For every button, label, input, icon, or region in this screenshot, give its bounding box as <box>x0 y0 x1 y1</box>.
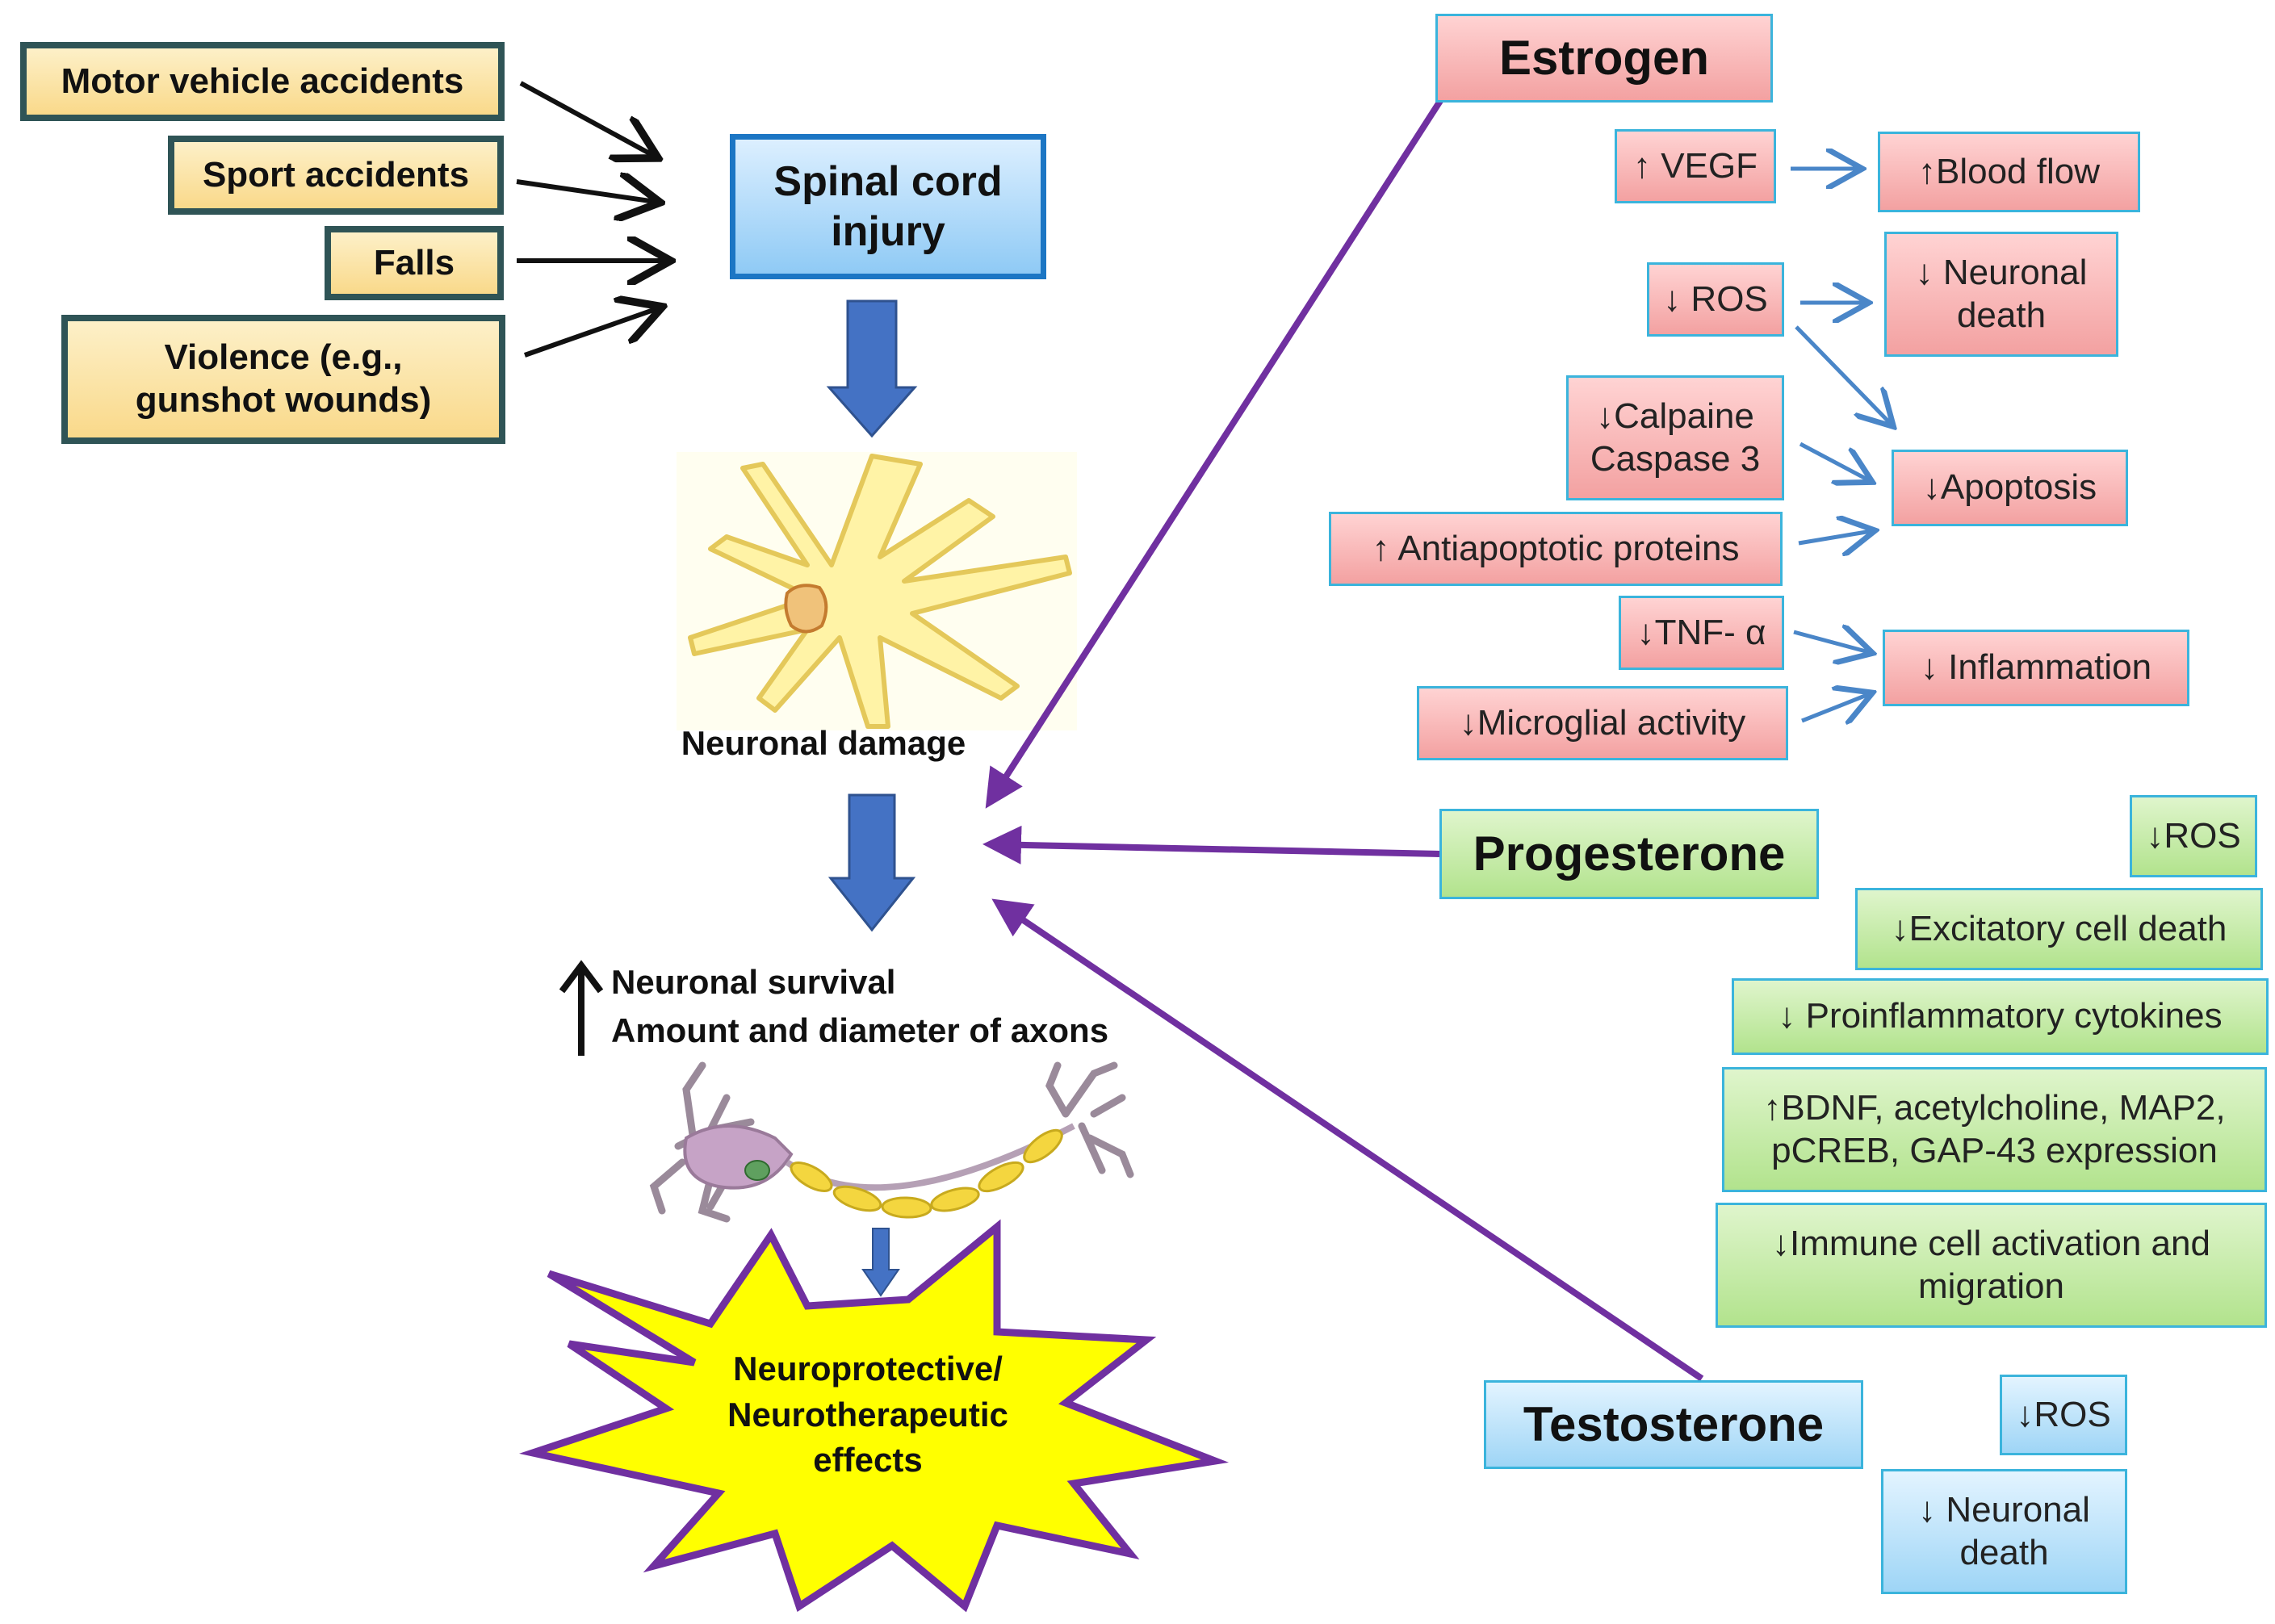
arrow-testosterone <box>991 898 1704 1382</box>
effects-text: Neuroprotective/ Neurotherapeutic effect… <box>727 1350 1008 1480</box>
block-arrow-1 <box>826 299 918 438</box>
increase-arrow-icon <box>559 960 604 1056</box>
estrogen-arrows <box>1791 169 1891 721</box>
estrogen-box: Estrogen <box>1435 14 1773 103</box>
estrogen-apoptosis: ↓Apoptosis <box>1892 450 2128 526</box>
block-arrow-2 <box>827 793 916 932</box>
estrogen-antiapoptotic-proteins: ↑ Antiapoptotic proteins <box>1329 512 1783 586</box>
arrow-progesterone <box>982 825 1440 864</box>
axons-label: Amount and diameter of axons <box>611 1011 1109 1049</box>
arrow-violence <box>524 308 658 358</box>
arrow-estrogen <box>985 98 1443 809</box>
arrow-motor <box>519 81 654 156</box>
estrogen-vegf: ↑ VEGF <box>1615 129 1776 203</box>
estrogen-tnf-alpha: ↓TNF- α <box>1619 596 1784 670</box>
neuronal-damage-label: Neuronal damage <box>681 724 966 762</box>
block-arrow-3 <box>861 1228 900 1297</box>
estrogen-blood-flow: ↑Blood flow <box>1878 132 2140 212</box>
healthy-neuron-image <box>649 1061 1134 1223</box>
progesterone-box: Progesterone <box>1439 809 1819 899</box>
estrogen-neuronal-death: ↓ Neuronal death <box>1884 232 2118 357</box>
progesterone-bdnf-expression: ↑BDNF, acetylcholine, MAP2, pCREB, GAP-4… <box>1722 1067 2267 1192</box>
testosterone-neuronal-death: ↓ Neuronal death <box>1881 1469 2127 1594</box>
effects-star <box>519 1219 1230 1613</box>
progesterone-ros: ↓ROS <box>2130 795 2257 877</box>
cause-motor-vehicle: Motor vehicle accidents <box>20 42 505 121</box>
estrogen-calpaine-caspase: ↓Calpaine Caspase 3 <box>1566 375 1784 500</box>
cause-falls: Falls <box>325 226 504 300</box>
progesterone-immune-cell-activation: ↓Immune cell activation and migration <box>1716 1203 2267 1328</box>
cause-sport: Sport accidents <box>168 136 504 215</box>
estrogen-inflammation: ↓ Inflammation <box>1883 630 2189 706</box>
testosterone-box: Testosterone <box>1484 1380 1863 1469</box>
damaged-neuron-image <box>677 452 1077 730</box>
cause-arrows <box>516 81 666 358</box>
estrogen-microglial-activity: ↓Microglial activity <box>1417 686 1788 760</box>
estrogen-ros: ↓ ROS <box>1647 262 1784 337</box>
spinal-cord-injury-box: Spinal cord injury <box>730 134 1046 279</box>
arrow-sport <box>516 182 656 202</box>
progesterone-excitatory-cell-death: ↓Excitatory cell death <box>1855 888 2263 970</box>
progesterone-proinflammatory-cytokines: ↓ Proinflammatory cytokines <box>1732 978 2269 1055</box>
hormone-arrows <box>982 98 1704 1382</box>
testosterone-ros: ↓ROS <box>2000 1375 2127 1455</box>
cause-violence: Violence (e.g., gunshot wounds) <box>61 315 505 444</box>
neuronal-survival-label: Neuronal survival <box>611 963 896 1001</box>
